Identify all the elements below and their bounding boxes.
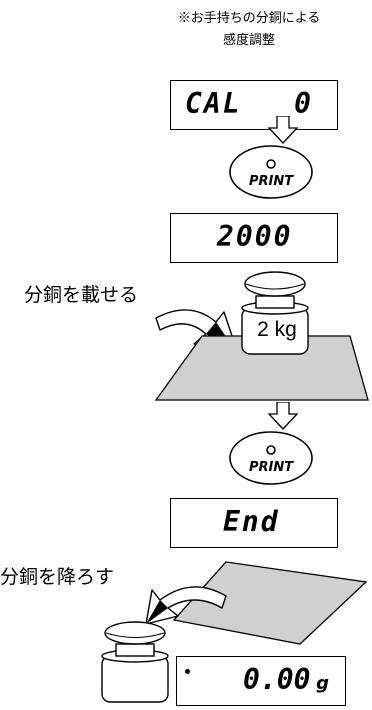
remove-weight-label: 分銅を降ろす: [0, 566, 115, 588]
cal-display-value: 0: [294, 87, 313, 120]
weight-display: 2000: [170, 213, 338, 263]
print-button-2-shape: [229, 431, 313, 485]
instruction-note: ※お手持ちの分銅による 感度調整: [144, 8, 354, 52]
down-arrow-icon: [268, 402, 298, 430]
zero-display-unit: g: [316, 673, 329, 694]
note-line-2: 感度調整: [222, 33, 275, 48]
end-display-value: End: [223, 505, 280, 538]
weight-display-value: 2000: [217, 220, 293, 253]
zero-display-value: 0.00: [243, 663, 311, 696]
print-button[interactable]: PRINT: [227, 144, 315, 200]
weight-removed-icon: [101, 621, 169, 703]
zero-display: 0.00 g: [176, 656, 346, 706]
end-display: End: [170, 498, 338, 548]
stable-mark-icon: [185, 669, 190, 674]
print-button-shape: [229, 145, 313, 199]
down-arrow-icon: [268, 116, 298, 144]
cal-display-mode: CAL: [185, 87, 242, 120]
print-button-label: PRINT: [248, 174, 294, 189]
weight-mark-label: 2 kg: [257, 318, 297, 341]
note-line-1: ※お手持ちの分銅による: [177, 11, 321, 26]
print-button-2[interactable]: PRINT: [227, 430, 315, 486]
print-button-2-label: PRINT: [248, 460, 294, 475]
cal-display: CAL 0: [170, 80, 338, 130]
weight-2kg-icon: [241, 271, 309, 355]
load-weight-label: 分銅を載せる: [24, 284, 139, 306]
